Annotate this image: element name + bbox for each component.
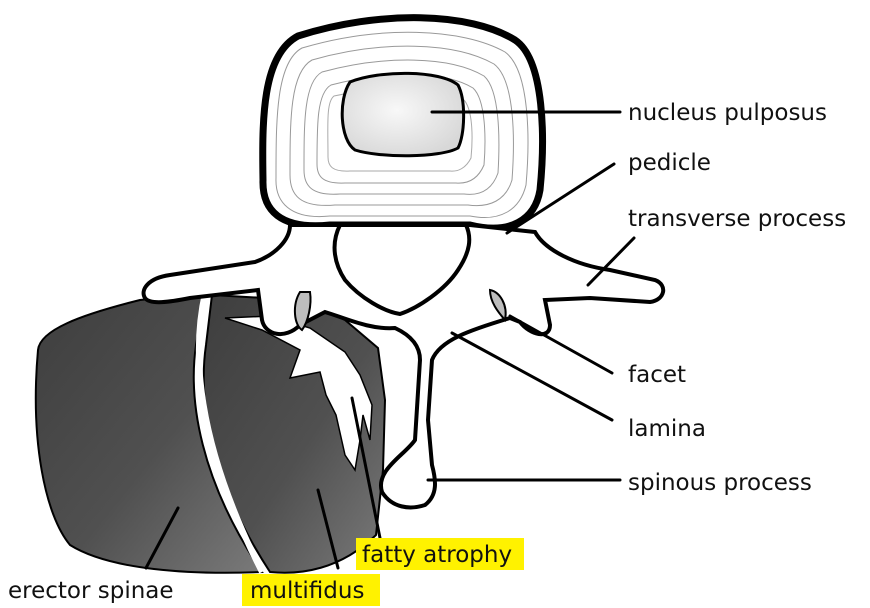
leader-multifidus [316,488,340,570]
leader-pedicle [505,162,616,235]
label-multifidus: multifidus [250,578,364,604]
label-erector-spinae: erector spinae [8,578,174,604]
highlight-marker [356,538,524,570]
facet-cartilage-right [488,288,507,323]
leader-lamina [450,331,614,422]
leader-fatty-atrophy [350,396,382,540]
neural-arch [141,223,666,510]
label-spinous-process: spinous process [628,470,812,496]
highlight-marker [242,574,380,606]
label-transverse-process: transverse process [628,206,846,232]
fatty-atrophy-region [224,315,373,472]
nucleus-pulposus-shape [340,71,466,158]
label-pedicle: pedicle [628,150,711,176]
leader-lines [144,110,636,570]
label-lamina: lamina [628,416,706,442]
leader-erector-spinae [144,506,180,570]
label-nucleus-pulposus: nucleus pulposus [628,100,827,126]
leader-facet [508,314,614,375]
spinal-canal [332,223,472,317]
label-fatty-atrophy: fatty atrophy [362,542,512,568]
leader-transverse-process [586,236,636,287]
muscle-separator [195,292,265,574]
label-facet: facet [628,362,686,388]
facet-cartilage-left [294,291,312,332]
